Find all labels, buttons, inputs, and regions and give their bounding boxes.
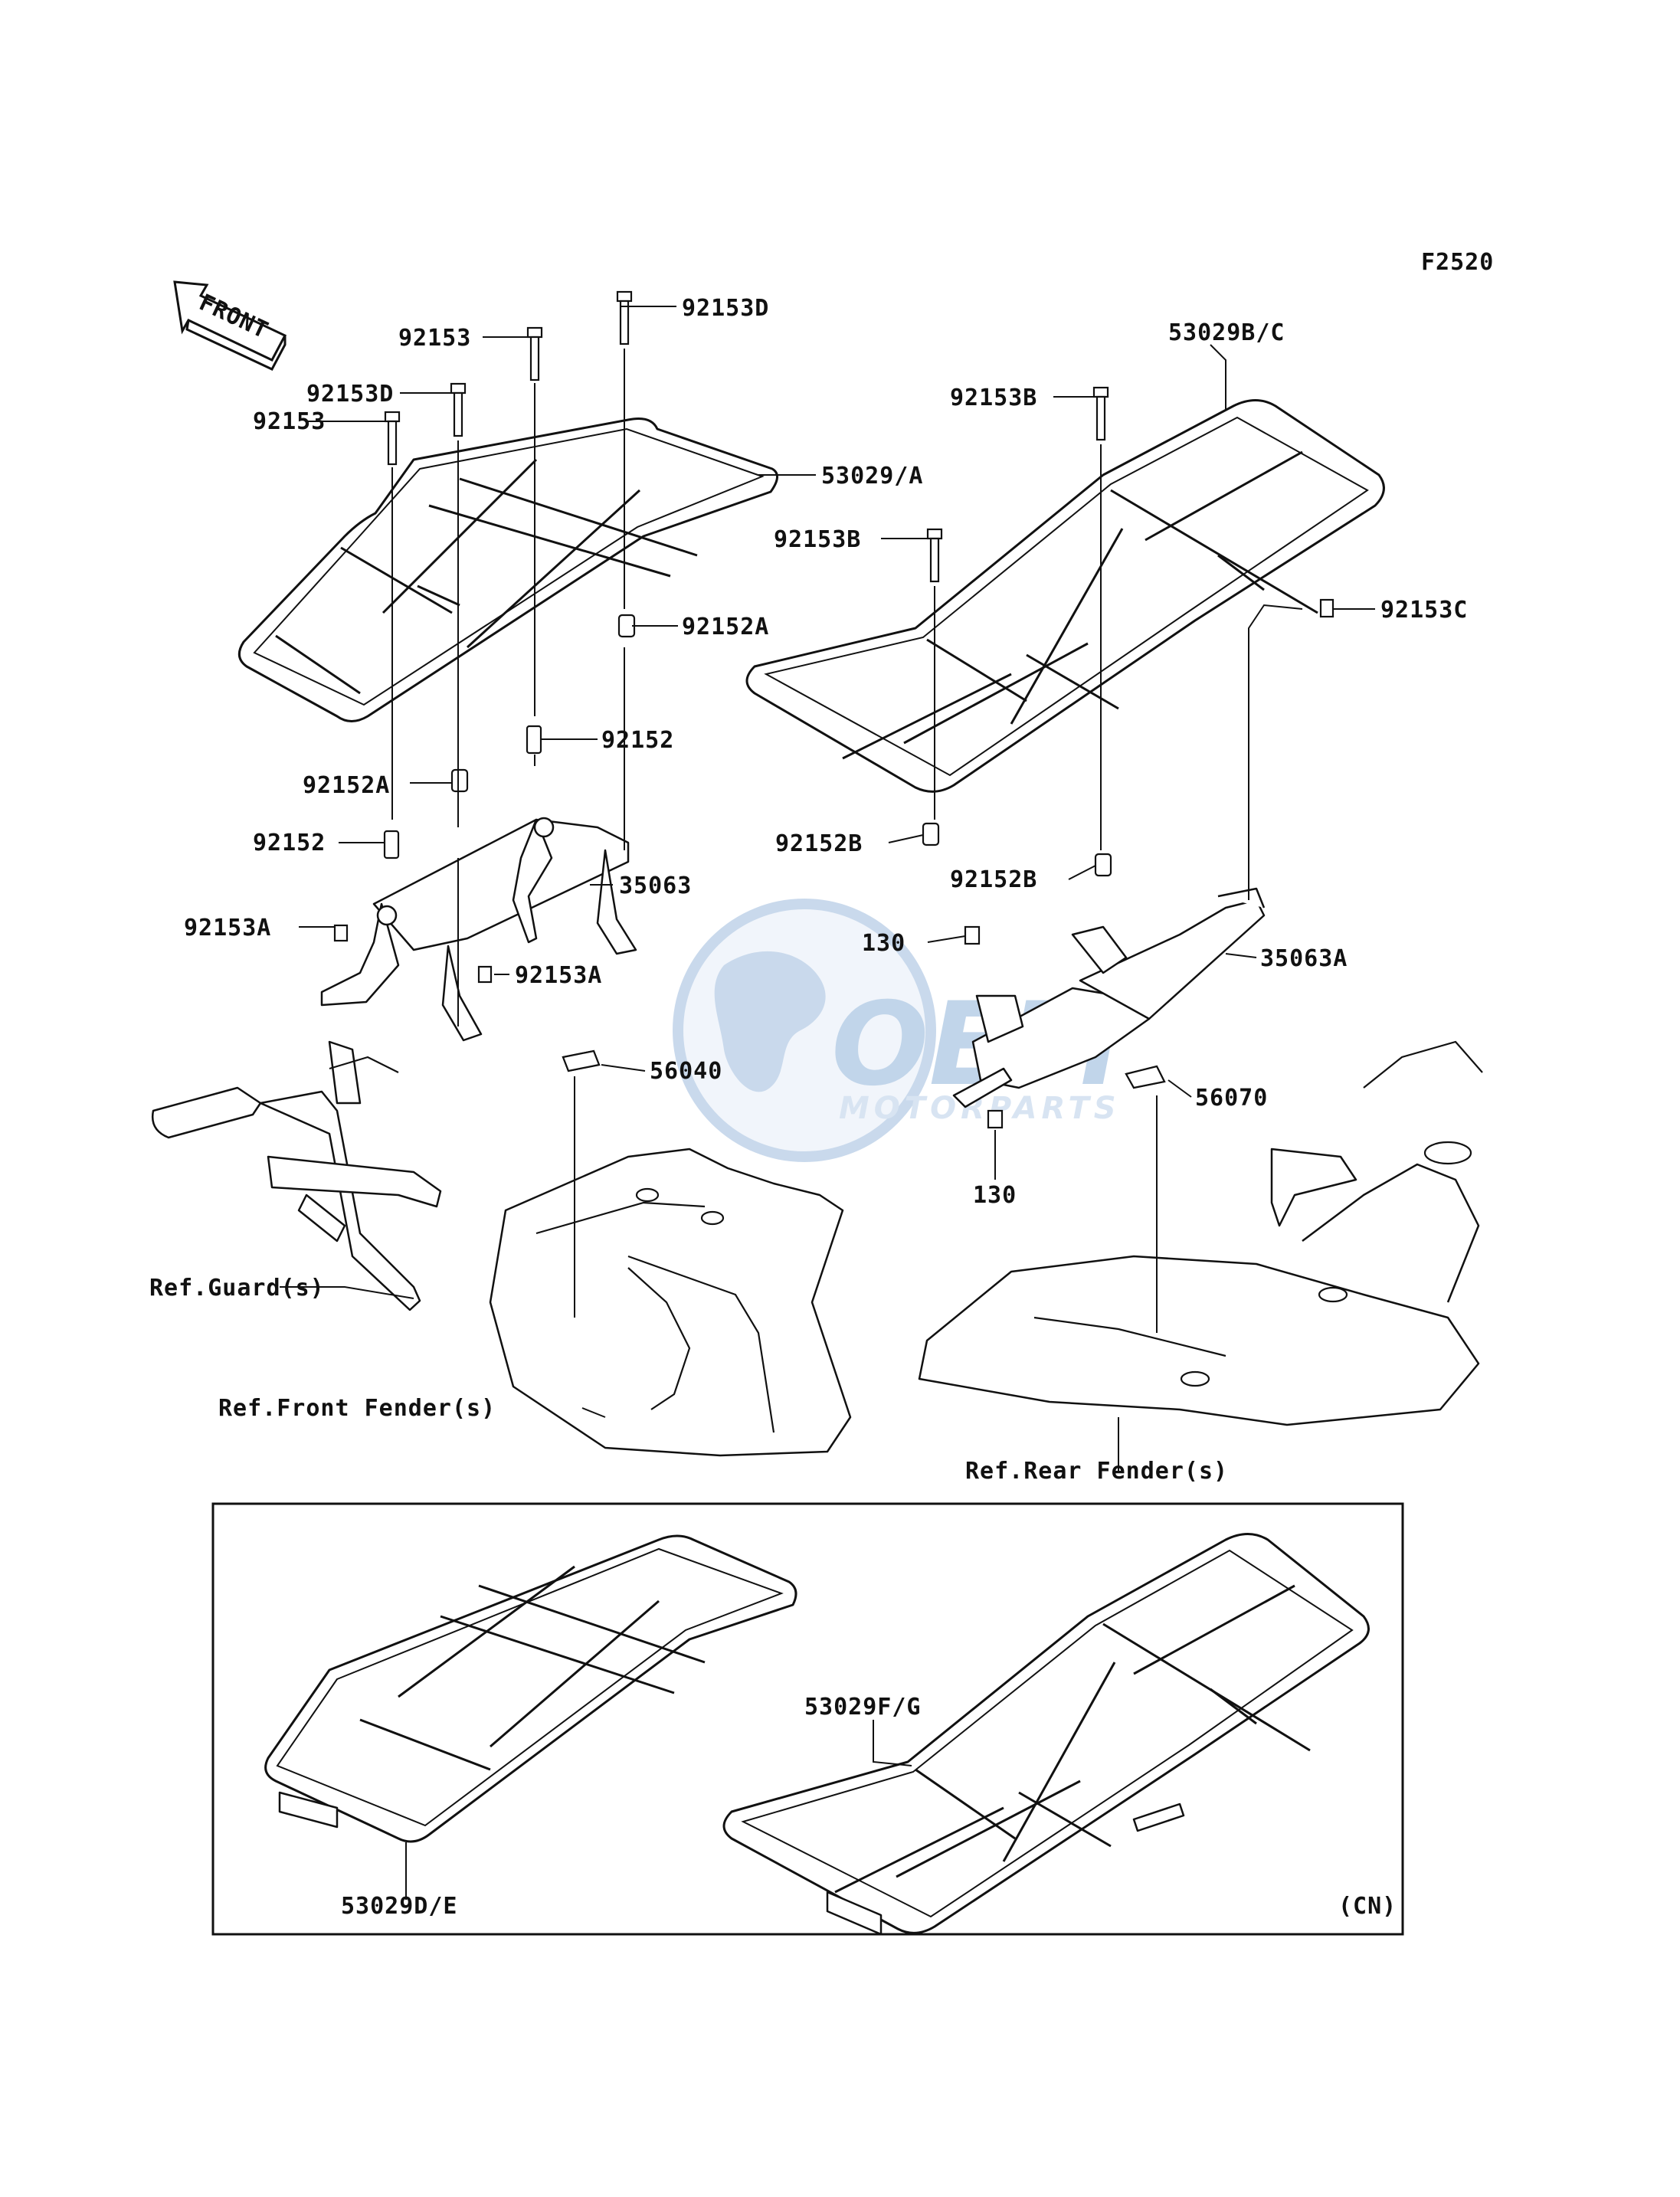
front-guard-ref <box>151 1040 442 1311</box>
label-92152B-right: 92152B <box>950 866 1037 893</box>
label-92153B-left: 92153B <box>774 526 861 553</box>
label-92152-right: 92152 <box>601 727 674 754</box>
label-53029A: 53029/A <box>821 463 923 489</box>
front-bracket <box>320 817 637 1042</box>
front-rack <box>237 417 778 722</box>
label-92153C: 92153C <box>1380 597 1468 624</box>
label-92153-left: 92153 <box>253 408 326 435</box>
label-ref-rear-fender: Ref.Rear Fender(s) <box>965 1458 1228 1485</box>
label-56040: 56040 <box>650 1058 722 1085</box>
label-53029BC: 53029B/C <box>1168 319 1285 346</box>
label-92153D-left: 92153D <box>306 381 394 408</box>
leader-lines <box>280 306 1375 1471</box>
label-53029DE: 53029D/E <box>341 1893 458 1920</box>
sticker-56040 <box>562 1049 601 1072</box>
cn-front-rack <box>264 1534 797 1843</box>
diagram-code: F2520 <box>1421 249 1494 276</box>
label-ref-guard: Ref.Guard(s) <box>149 1275 325 1302</box>
label-92152B-left: 92152B <box>775 830 863 857</box>
label-130-bottom: 130 <box>973 1182 1017 1209</box>
label-92153A-left: 92153A <box>184 915 271 941</box>
label-35063A: 35063A <box>1260 945 1348 972</box>
label-ref-front-fender: Ref.Front Fender(s) <box>218 1395 496 1422</box>
label-56070: 56070 <box>1195 1085 1268 1112</box>
label-92152A-left: 92152A <box>303 772 390 799</box>
label-92153D-top: 92153D <box>682 295 769 322</box>
rear-bracket <box>952 887 1266 1108</box>
label-92153-top: 92153 <box>398 325 471 352</box>
front-arrow-icon: FRONT <box>173 280 287 371</box>
front-fender-ref <box>489 1148 852 1457</box>
label-92153B-top: 92153B <box>950 385 1037 411</box>
label-92153A-right: 92153A <box>515 962 602 989</box>
sticker-56070 <box>1125 1065 1166 1089</box>
label-92152-left: 92152 <box>253 830 326 856</box>
label-53029FG: 53029F/G <box>804 1694 922 1721</box>
cn-rear-rack <box>722 1533 1370 1936</box>
leader-53029FG <box>873 1720 912 1766</box>
label-92152A-right: 92152A <box>682 614 769 640</box>
label-cn: (CN) <box>1338 1893 1397 1920</box>
rear-rack <box>745 399 1385 793</box>
label-130-top: 130 <box>862 930 905 957</box>
label-35063: 35063 <box>619 873 692 899</box>
cn-variant-box: 53029D/E 53029F/G (CN) <box>211 1502 1404 1936</box>
rear-fender-ref <box>918 1040 1483 1426</box>
